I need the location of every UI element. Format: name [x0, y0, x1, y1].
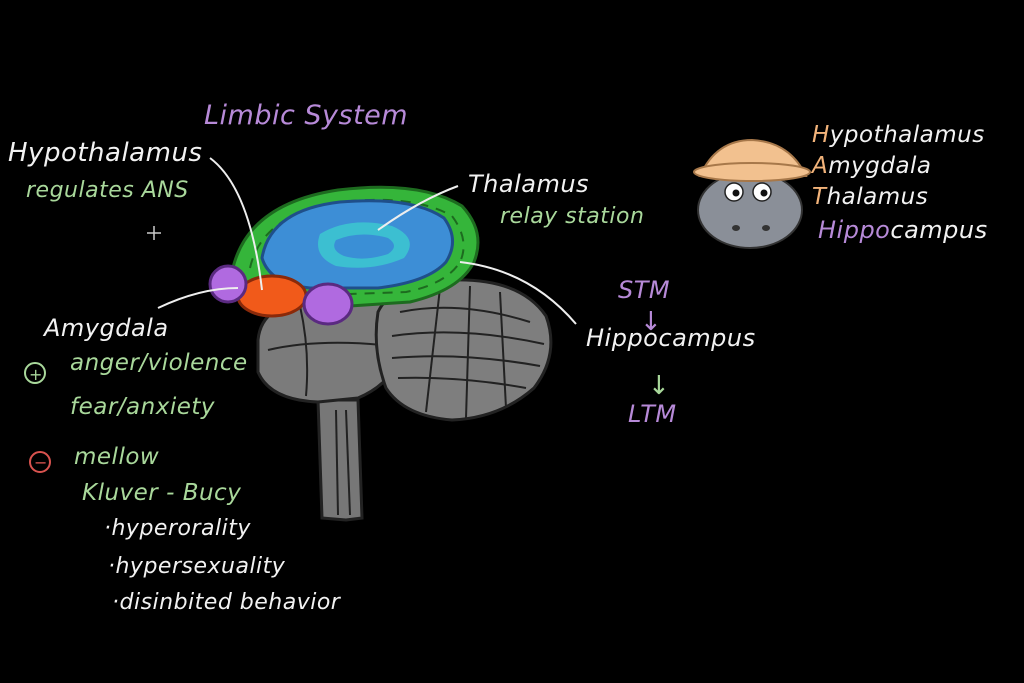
cursor-crosshair-icon — [147, 226, 161, 240]
pons-fold — [299, 305, 309, 397]
hippocampus-label: Hippocampus — [586, 324, 756, 352]
stm-label: STM — [618, 276, 671, 304]
mnemonic-line-amygdala: Amygdala — [812, 155, 932, 178]
kluver-bucy-bullet-3: ·disinbited behavior — [112, 590, 341, 615]
mnemonic-initial: T — [812, 184, 827, 210]
hippocampus-shape-left — [208, 264, 248, 304]
brainstem — [316, 398, 364, 522]
amygdala-label: Amygdala — [44, 314, 169, 342]
mnemonic-line-thalamus: Thalamus — [812, 186, 928, 209]
minus-sign: − — [34, 453, 47, 472]
amygdala-pointer — [157, 287, 239, 309]
amygdala-plus-item-2: fear/anxiety — [70, 394, 215, 420]
brainstem-line — [345, 409, 351, 516]
amygdala-minus-item-1: mellow — [74, 444, 160, 470]
mnemonic-line-hypothalamus: Hypothalamus — [812, 124, 985, 147]
hippocampus-shape-right — [302, 282, 354, 326]
mnemonic-initial: H — [812, 122, 830, 148]
stm-arrow-icon: ↓ — [640, 307, 662, 337]
kluver-bucy-bullet-1: ·hyperorality — [104, 516, 251, 541]
amygdala-minus-item-2: Kluver - Bucy — [82, 480, 242, 506]
hippo-mascot-icon — [693, 138, 811, 249]
amygdala-plus-item-1: anger/violence — [70, 350, 248, 376]
thalamus-label: Thalamus — [468, 170, 590, 198]
brainstem-line — [335, 409, 339, 516]
mnemonic-rest: halamus — [826, 184, 929, 210]
plus-sign: + — [29, 365, 42, 384]
mnemonic-rest: ypothalamus — [829, 122, 985, 148]
kluver-bucy-bullet-2: ·hypersexuality — [108, 554, 286, 579]
mnemonic-line-hippocampus: Hippocampus — [818, 218, 988, 242]
thalamus-description: relay station — [500, 204, 645, 229]
mnemonic-initial: A — [812, 153, 829, 179]
diagram-title: Limbic System — [204, 100, 409, 131]
minus-circle — [29, 451, 51, 473]
mnemonic-rest: mygdala — [828, 153, 932, 179]
hypothalamus-label: Hypothalamus — [8, 138, 203, 168]
ltm-arrow-icon: ↓ — [648, 371, 670, 401]
hippocampus-pointer — [459, 261, 577, 325]
ltm-label: LTM — [628, 400, 677, 428]
hypothalamus-description: regulates ANS — [26, 178, 189, 203]
plus-circle — [24, 362, 46, 384]
thalamus-pointer — [377, 185, 459, 231]
mnemonic-initial: Hippo — [818, 216, 891, 244]
hypothalamus-pointer — [209, 157, 263, 291]
mnemonic-rest: campus — [890, 216, 988, 244]
thalamus-core-inner — [334, 234, 394, 259]
amygdala-shape — [236, 274, 308, 318]
